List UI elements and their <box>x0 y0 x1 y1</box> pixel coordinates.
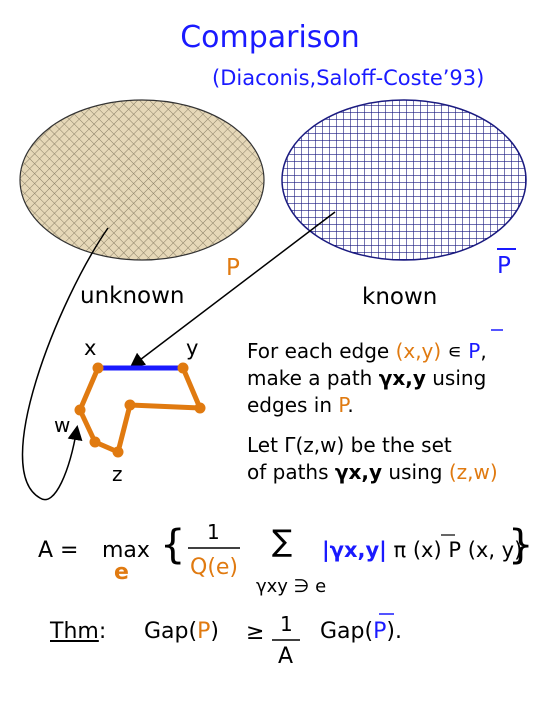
formula-frac-den: Q(e) <box>190 555 239 580</box>
formula-max: max <box>102 538 150 563</box>
vertex-c <box>194 402 206 414</box>
formula-left-brace: { <box>160 522 186 568</box>
paragraph-gamma-set: Let Γ(z,w) be the set of paths γx,y usin… <box>247 433 498 484</box>
theorem-geq: ≥ <box>246 620 265 645</box>
known-label: known <box>362 284 438 310</box>
vertex-y <box>177 362 189 374</box>
right-chain-label: P <box>497 253 511 279</box>
unknown-label: unknown <box>80 283 185 309</box>
formula-frac-num: 1 <box>207 520 220 544</box>
page-title: Comparison <box>180 20 360 55</box>
vertex-a <box>89 436 101 448</box>
theorem-lhs: Gap(P) <box>144 619 219 644</box>
theorem-den: A <box>278 644 294 669</box>
vertex-y-label: y <box>186 336 199 360</box>
formula-lhs: A = <box>38 538 79 563</box>
formula-sum: ∑ <box>272 524 293 559</box>
formula-sum-sub: γxy ∋ e <box>256 576 327 597</box>
paragraph-edge-path: For each edge (x,y) ∊ P, make a path γx,… <box>247 339 487 417</box>
vertex-x <box>92 362 104 374</box>
vertex-w <box>74 404 86 416</box>
curved-arrow <box>21 227 109 501</box>
vertex-b <box>124 399 136 411</box>
theorem-rhs: Gap(P). <box>320 619 402 644</box>
theorem: Thm: <box>50 619 107 644</box>
formula-max-sub: e <box>114 560 129 585</box>
edge-arrow <box>129 211 336 368</box>
left-chain-label: P <box>226 255 240 281</box>
formula-right-brace: } <box>508 522 534 568</box>
vertex-z-label: z <box>112 462 123 486</box>
theorem-num: 1 <box>280 612 293 636</box>
unknown-graph-ellipse <box>19 99 265 261</box>
formula-term: |γx,y| π (x) P (x, y) <box>322 538 523 562</box>
known-graph-ellipse <box>281 99 527 261</box>
vertex-w-label: w <box>54 413 71 437</box>
vertex-x-label: x <box>84 336 97 360</box>
vertex-z <box>112 446 124 458</box>
subtitle: (Diaconis,Saloff-Coste’93) <box>212 66 485 90</box>
